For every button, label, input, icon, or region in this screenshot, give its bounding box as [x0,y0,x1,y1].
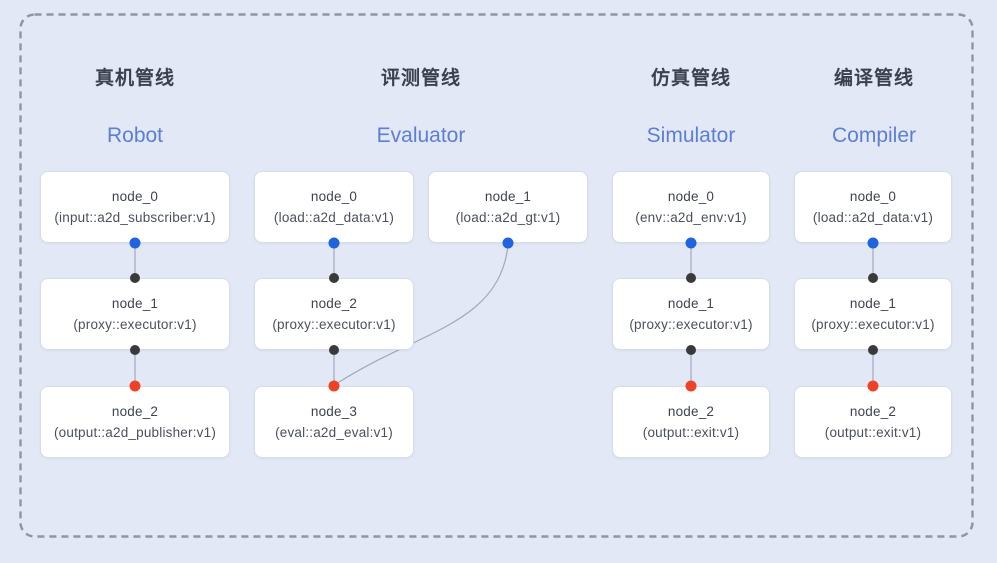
pipeline-title-zh: 评测管线 [380,68,462,89]
pipeline-title-en: Robot [106,124,164,147]
pipeline-title-zh: 仿真管线 [650,68,732,89]
node-name: node_0 [310,189,358,204]
node-card-simulator-0: node_0 (env::a2d_env:v1) [612,171,770,243]
node-card-simulator-2: node_2 (output::exit:v1) [612,386,770,458]
node-card-evaluator-0: node_0 (load::a2d_data:v1) [254,171,414,243]
node-type: (output::a2d_publisher:v1) [53,425,217,440]
edge-curved [335,245,509,385]
node-name: node_2 [667,404,715,419]
node-name: node_1 [849,296,897,311]
node-card-robot-2: node_2 (output::a2d_publisher:v1) [40,386,230,458]
node-name: node_2 [111,404,159,419]
pipeline-title-zh: 编译管线 [833,68,915,89]
node-type: (eval::a2d_eval:v1) [275,425,393,440]
pipeline-header-compiler: 编译管线 [834,63,914,90]
node-name: node_0 [849,189,897,204]
node-type: (input::a2d_subscriber:v1) [54,210,216,225]
node-name: node_1 [111,296,159,311]
node-card-robot-1: node_1 (proxy::executor:v1) [40,278,230,350]
node-type: (proxy::executor:v1) [811,317,935,332]
node-type: (proxy::executor:v1) [73,317,197,332]
node-name: node_1 [484,189,532,204]
pipeline-title-zh: 真机管线 [94,68,176,89]
pipeline-title-en: Evaluator [376,124,466,147]
node-type: (env::a2d_env:v1) [635,210,747,225]
node-card-simulator-1: node_1 (proxy::executor:v1) [612,278,770,350]
node-name: node_3 [310,404,358,419]
node-name: node_1 [667,296,715,311]
node-type: (load::a2d_data:v1) [812,210,934,225]
node-type: (output::exit:v1) [824,425,922,440]
dashed-frame [19,13,974,538]
node-type: (load::a2d_gt:v1) [455,210,561,225]
node-type: (load::a2d_data:v1) [273,210,395,225]
node-name: node_0 [111,189,159,204]
node-card-robot-0: node_0 (input::a2d_subscriber:v1) [40,171,230,243]
node-type: (proxy::executor:v1) [629,317,753,332]
node-name: node_2 [849,404,897,419]
node-card-evaluator-3: node_3 (eval::a2d_eval:v1) [254,386,414,458]
pipeline-header-evaluator: 评测管线 [381,63,461,90]
node-card-compiler-0: node_0 (load::a2d_data:v1) [794,171,952,243]
node-card-compiler-2: node_2 (output::exit:v1) [794,386,952,458]
node-type: (output::exit:v1) [642,425,740,440]
node-card-compiler-1: node_1 (proxy::executor:v1) [794,278,952,350]
node-name: node_2 [310,296,358,311]
node-card-evaluator-1: node_1 (load::a2d_gt:v1) [428,171,588,243]
pipeline-header-simulator: 仿真管线 [651,63,731,90]
pipeline-title-en: Compiler [831,124,917,147]
node-name: node_0 [667,189,715,204]
pipeline-header-robot: 真机管线 [95,63,175,90]
pipeline-title-en: Simulator [646,124,736,147]
node-type: (proxy::executor:v1) [272,317,396,332]
node-card-evaluator-2: node_2 (proxy::executor:v1) [254,278,414,350]
